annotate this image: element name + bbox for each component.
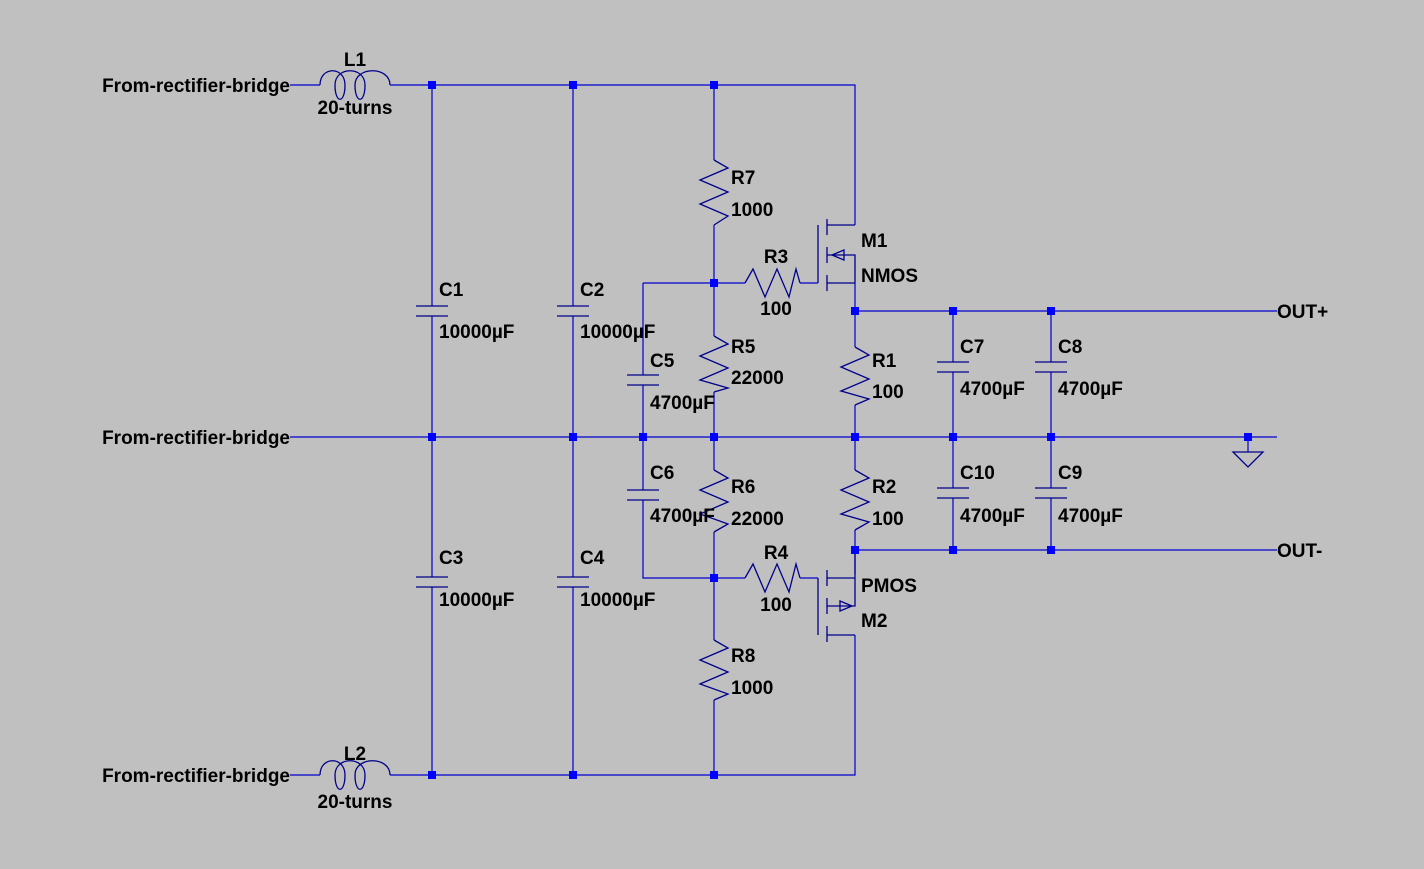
c6-name: C6 <box>650 463 674 484</box>
port-label-in-top: From-rectifier-bridge <box>102 76 290 97</box>
r7-value: 1000 <box>731 200 773 221</box>
r4-name: R4 <box>764 543 789 564</box>
wires <box>290 84 1277 776</box>
capacitor-c7[interactable] <box>937 361 969 373</box>
l1-value: 20-turns <box>318 98 393 119</box>
r7-name: R7 <box>731 168 755 189</box>
capacitor-c10[interactable] <box>937 487 969 499</box>
c6-value: 4700µF <box>650 506 715 527</box>
c1-name: C1 <box>439 280 464 301</box>
m1-value: NMOS <box>861 266 918 287</box>
r5-name: R5 <box>731 337 756 358</box>
r1-value: 100 <box>872 382 904 403</box>
resistor-r8[interactable] <box>698 639 730 701</box>
c5-name: C5 <box>650 351 675 372</box>
port-label-in-bot: From-rectifier-bridge <box>102 766 290 787</box>
r3-name: R3 <box>764 247 788 268</box>
c3-name: C3 <box>439 548 463 569</box>
resistor-r5[interactable] <box>698 335 731 393</box>
l2-name: L2 <box>344 744 366 765</box>
r4-value: 100 <box>760 595 792 616</box>
c9-value: 4700µF <box>1058 506 1123 527</box>
inductor-l2[interactable] <box>319 760 391 790</box>
r3-value: 100 <box>760 299 792 320</box>
c2-name: C2 <box>580 280 604 301</box>
c8-name: C8 <box>1058 337 1082 358</box>
resistor-r1[interactable] <box>839 346 871 406</box>
capacitor-c9[interactable] <box>1035 487 1067 499</box>
c1-value: 10000µF <box>439 322 514 343</box>
nmos-m1[interactable] <box>817 219 856 291</box>
ground-icon <box>1231 451 1265 468</box>
r2-name: R2 <box>872 477 896 498</box>
capacitors <box>416 305 1067 588</box>
l1-name: L1 <box>344 50 367 71</box>
capacitor-c8[interactable] <box>1035 361 1067 373</box>
c3-value: 10000µF <box>439 590 514 611</box>
l2-value: 20-turns <box>318 792 393 813</box>
m2-value: PMOS <box>861 576 917 597</box>
capacitor-c4[interactable] <box>557 576 589 588</box>
c8-value: 4700µF <box>1058 379 1123 400</box>
c5-value: 4700µF <box>650 393 715 414</box>
r6-name: R6 <box>731 477 755 498</box>
c7-name: C7 <box>960 337 984 358</box>
resistor-r4[interactable] <box>744 561 801 595</box>
capacitor-c6[interactable] <box>627 489 659 501</box>
c7-value: 4700µF <box>960 379 1025 400</box>
resistor-r6[interactable] <box>698 469 730 533</box>
r2-value: 100 <box>872 509 904 530</box>
r8-value: 1000 <box>731 678 773 699</box>
resistor-r3[interactable] <box>744 266 801 300</box>
r6-value: 22000 <box>731 509 784 530</box>
pmos-m2[interactable] <box>817 550 856 642</box>
junctions <box>428 81 1252 779</box>
port-label-out-neg: OUT- <box>1277 541 1322 562</box>
capacitor-c1[interactable] <box>416 305 448 317</box>
c9-name: C9 <box>1058 463 1082 484</box>
r8-name: R8 <box>731 646 755 667</box>
inductor-l1[interactable] <box>319 70 391 100</box>
resistors <box>698 159 871 701</box>
capacitor-c5[interactable] <box>627 374 659 386</box>
c4-name: C4 <box>580 548 605 569</box>
c4-value: 10000µF <box>580 590 655 611</box>
m1-name: M1 <box>861 231 888 252</box>
m2-name: M2 <box>861 611 887 632</box>
port-labels: From-rectifier-bridge From-rectifier-bri… <box>102 76 1328 787</box>
port-label-out-pos: OUT+ <box>1277 302 1328 323</box>
capacitor-c2[interactable] <box>557 305 589 317</box>
r1-name: R1 <box>872 351 897 372</box>
c10-name: C10 <box>960 463 995 484</box>
resistor-r2[interactable] <box>839 469 871 531</box>
r5-value: 22000 <box>731 368 784 389</box>
capacitor-c3[interactable] <box>416 576 448 588</box>
port-label-in-mid: From-rectifier-bridge <box>102 428 290 449</box>
component-labels: L1 20-turns L2 20-turns C1 10000µF C2 10… <box>318 50 1123 813</box>
resistor-r7[interactable] <box>698 159 730 226</box>
c10-value: 4700µF <box>960 506 1025 527</box>
c2-value: 10000µF <box>580 322 655 343</box>
